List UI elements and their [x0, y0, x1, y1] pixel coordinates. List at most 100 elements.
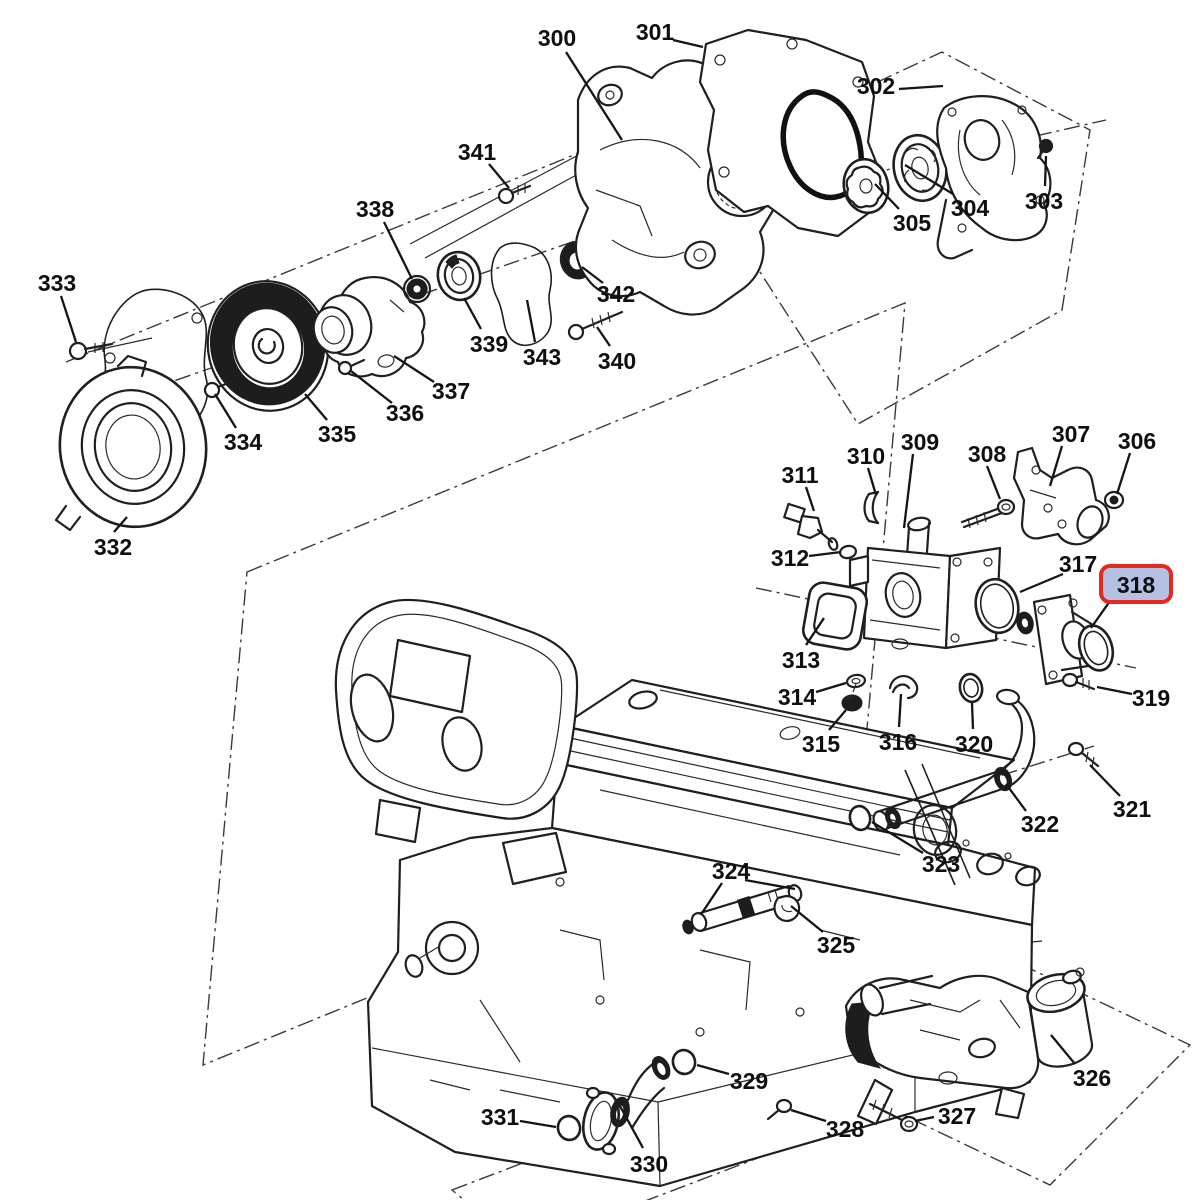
part-label-332[interactable]: 332 — [94, 534, 132, 560]
leader-line-312 — [808, 550, 842, 558]
part-label-306[interactable]: 306 — [1118, 428, 1156, 454]
part-number-text: 328 — [826, 1116, 865, 1142]
part-number-text: 340 — [598, 348, 636, 374]
part-label-342[interactable]: 342 — [597, 281, 635, 307]
part-336-art — [337, 358, 366, 376]
part-number-text: 333 — [38, 270, 76, 296]
part-315-art — [841, 683, 863, 712]
part-label-318[interactable]: 318 — [1099, 564, 1173, 604]
part-label-331[interactable]: 331 — [481, 1104, 520, 1130]
part-number-text: 324 — [712, 858, 751, 884]
part-333-art — [68, 341, 114, 361]
part-label-338[interactable]: 338 — [356, 196, 395, 222]
part-number-text: 321 — [1113, 796, 1152, 822]
part-329-art — [671, 1048, 697, 1076]
part-number-text: 309 — [901, 429, 939, 455]
leader-line-320 — [970, 702, 975, 730]
leader-line-336 — [350, 370, 393, 404]
part-label-311[interactable]: 311 — [781, 462, 818, 488]
part-label-341[interactable]: 341 — [458, 139, 497, 165]
part-number-text: 341 — [458, 139, 497, 165]
part-number-text: 335 — [318, 421, 357, 447]
part-number-text: 317 — [1059, 551, 1097, 577]
part-label-305[interactable]: 305 — [893, 210, 932, 236]
part-label-340[interactable]: 340 — [598, 348, 636, 374]
part-313-art — [801, 581, 869, 651]
leader-line-315 — [828, 709, 847, 731]
part-number-text: 302 — [857, 73, 895, 99]
part-label-310[interactable]: 310 — [847, 443, 885, 469]
leader-line-324 — [744, 878, 796, 891]
part-label-339[interactable]: 339 — [470, 331, 508, 357]
part-320-art — [958, 672, 984, 704]
part-label-343[interactable]: 343 — [523, 344, 561, 370]
part-label-337[interactable]: 337 — [432, 378, 470, 404]
part-label-301[interactable]: 301 — [636, 19, 675, 45]
part-label-324[interactable]: 324 — [712, 858, 751, 884]
leader-line-342 — [581, 266, 604, 284]
part-number-text: 329 — [730, 1068, 768, 1094]
leader-line-337 — [393, 355, 435, 383]
part-label-321[interactable]: 321 — [1113, 796, 1152, 822]
part-label-328[interactable]: 328 — [826, 1116, 865, 1142]
part-number-text: 320 — [955, 731, 993, 757]
part-label-326[interactable]: 326 — [1073, 1065, 1111, 1091]
part-label-325[interactable]: 325 — [817, 932, 856, 958]
part-339-art — [436, 250, 482, 302]
part-label-316[interactable]: 316 — [879, 729, 917, 755]
part-322-art — [872, 688, 1036, 832]
part-338-art — [402, 274, 432, 304]
part-302-art — [936, 95, 1052, 260]
leader-line-310 — [866, 467, 878, 496]
part-label-317[interactable]: 317 — [1059, 551, 1097, 577]
part-label-314[interactable]: 314 — [778, 684, 817, 710]
part-label-300[interactable]: 300 — [538, 25, 576, 51]
part-307-art — [1012, 446, 1110, 546]
part-label-302[interactable]: 302 — [857, 73, 895, 99]
part-328-art — [766, 1098, 793, 1121]
part-label-313[interactable]: 313 — [782, 647, 820, 673]
part-label-322[interactable]: 322 — [1021, 811, 1059, 837]
part-number-text: 315 — [802, 731, 841, 757]
part-label-329[interactable]: 329 — [730, 1068, 768, 1094]
part-309-art — [848, 516, 1002, 650]
leader-line-306 — [1115, 452, 1132, 495]
part-label-303[interactable]: 303 — [1025, 188, 1063, 214]
leader-line-334 — [214, 393, 237, 429]
leader-line-330 — [618, 1105, 645, 1149]
part-325-art — [773, 894, 801, 922]
part-number-text: 314 — [778, 684, 817, 710]
part-number-text: 322 — [1021, 811, 1059, 837]
part-label-307[interactable]: 307 — [1052, 421, 1090, 447]
highlight-box — [1099, 564, 1173, 604]
part-label-333[interactable]: 333 — [38, 270, 76, 296]
part-label-309[interactable]: 309 — [901, 429, 939, 455]
leader-line-301 — [672, 38, 704, 49]
leader-line-322 — [1005, 783, 1027, 812]
part-label-315[interactable]: 315 — [802, 731, 841, 757]
leader-line-317 — [1019, 572, 1064, 594]
part-number-text: 318 — [1117, 572, 1156, 598]
leader-line-326 — [1050, 1034, 1076, 1065]
part-number-text: 303 — [1025, 188, 1063, 214]
leader-line-335 — [304, 393, 328, 421]
part-label-335[interactable]: 335 — [318, 421, 357, 447]
part-label-320[interactable]: 320 — [955, 731, 993, 757]
part-number-text: 325 — [817, 932, 856, 958]
part-label-330[interactable]: 330 — [630, 1151, 668, 1177]
leader-line-314 — [815, 681, 847, 694]
part-label-304[interactable]: 304 — [951, 195, 990, 221]
thermostat-seal-art — [1016, 611, 1034, 635]
part-number-text: 343 — [523, 344, 561, 370]
leader-line-309 — [902, 453, 915, 529]
part-label-334[interactable]: 334 — [224, 429, 263, 455]
part-label-336[interactable]: 336 — [386, 400, 424, 426]
leader-line-319 — [1096, 685, 1133, 696]
part-label-312[interactable]: 312 — [771, 545, 809, 571]
part-label-319[interactable]: 319 — [1132, 685, 1170, 711]
part-label-323[interactable]: 323 — [922, 851, 960, 877]
leader-line-302 — [898, 84, 944, 91]
part-number-text: 323 — [922, 851, 960, 877]
part-label-327[interactable]: 327 — [938, 1103, 976, 1129]
part-label-308[interactable]: 308 — [968, 441, 1007, 467]
